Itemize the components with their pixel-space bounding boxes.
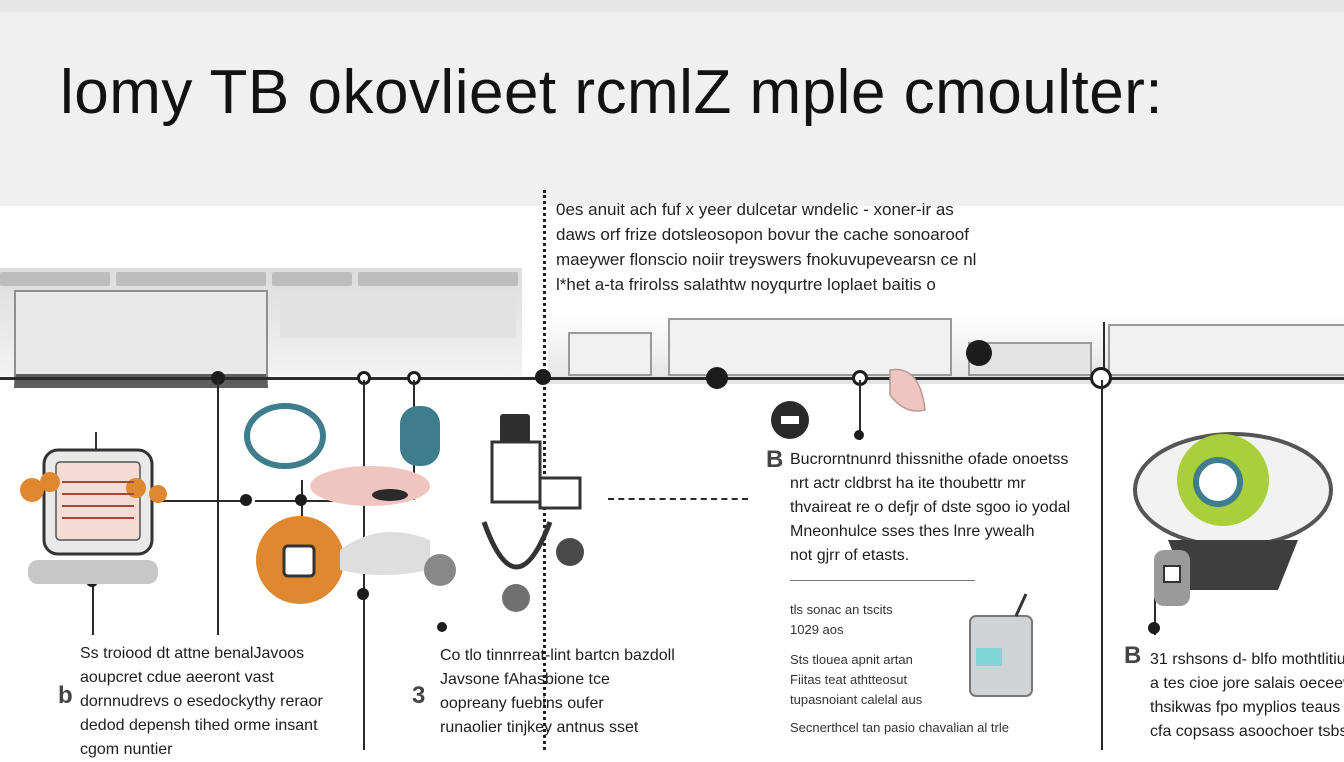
caption-line: 31 rshsons d- blfo mothtlitiu [1150, 651, 1344, 668]
caption-line: cfa copsass asoochoer tsbs [1150, 723, 1344, 740]
caption-right: Bucrorntnunrd thissnithe ofade onoetss n… [790, 448, 1070, 568]
caption-line: thsikwas fpo myplios teaus [1150, 699, 1341, 716]
timeline-node [211, 371, 225, 385]
caption-marker: B [1124, 642, 1142, 669]
caption-line: thvaireat re o defjr of dste sgoo io yod… [790, 499, 1071, 516]
connector-dot [357, 588, 369, 600]
caption-marker: B [766, 446, 784, 473]
caption-line: Co tlo tinnrreat-lint bartcn bazdoll [440, 647, 675, 664]
connector-dot [854, 430, 864, 440]
caption-line: Ss troiood dt attne benalJavoos [80, 645, 305, 662]
caption-line: Bucrorntnunrd thissnithe ofade onoetss [790, 451, 1069, 468]
chip-icon [771, 401, 809, 439]
title-band [0, 0, 1344, 206]
caption-line: tls sonac an tscits [790, 602, 893, 617]
handheld-illustration [481, 414, 584, 612]
caption-line: 1029 aos [790, 622, 844, 637]
connector-dot [1148, 622, 1160, 634]
caption-line: tupasnoiant calelal aus [790, 692, 923, 707]
caption-line: runaolier tinjkey antnus sset [440, 719, 639, 736]
intro-line: daws orf frize dotsleosopon bovur the ca… [556, 225, 969, 244]
caption-line: Sts tlouea apnit artan [790, 652, 913, 667]
intro-line: 0es anuit ach fuf x yeer dulcetar wndeli… [556, 200, 954, 219]
caption-line: Secnerthcel tan pasio chavalian al trle [790, 720, 1009, 735]
connector [859, 380, 861, 440]
intro-line: l*het a-ta frirolss salathtw noyqurtre l… [556, 275, 936, 294]
connector [1101, 380, 1103, 750]
main-timeline [0, 377, 1344, 380]
caption-marker: 3 [412, 682, 426, 709]
hardware-banner-left [0, 268, 522, 388]
page-title: lomy TB okovlieet rcmlZ mple cmoulter: [60, 58, 1164, 127]
caption-left: Ss troiood dt attne benalJavoos aoupcret… [80, 642, 323, 762]
rule [790, 580, 975, 581]
components-illustration [244, 403, 456, 604]
caption-line: Javsone fAhasbione tce [440, 671, 610, 688]
connector [150, 500, 245, 502]
caption-line: dedod depensh tihed orme insant [80, 717, 318, 734]
caption-line: Fiitas teat athtteosut [790, 672, 908, 687]
connector-dot [295, 494, 307, 506]
caption-line: nrt actr cldbrst ha ite thoubettr mr [790, 475, 1026, 492]
caption-line: not gjrr of etasts. [790, 547, 910, 564]
caption-line: oopreany fuebins oufer [440, 695, 604, 712]
intro-paragraph: 0es anuit ach fuf x yeer dulcetar wndeli… [556, 197, 1016, 297]
caption-marker: b [58, 682, 73, 709]
intro-line: maeywer flonscio noiir treyswers fnokuvu… [556, 250, 977, 269]
hardware-banner-right [548, 314, 1344, 384]
hand-illustration [889, 368, 926, 412]
caption-line: aoupcret cdue aeeront vast [80, 669, 274, 686]
timeline-divider [543, 190, 546, 750]
connector [92, 575, 94, 635]
connector-dot [437, 622, 447, 632]
timeline-node [966, 340, 992, 366]
timeline-node [535, 369, 551, 385]
caption-right-bottom: Secnerthcel tan pasio chavalian al trle [790, 718, 1009, 738]
caption-line: cgom nuntier [80, 741, 173, 758]
caption-line: a tes cioe jore salais oeceev [1150, 675, 1344, 692]
container-illustration [969, 593, 1033, 697]
caption-line: dornnudrevs o esedockythy reraor [80, 693, 323, 710]
caption-right-detail: tls sonac an tscits 1029 aos [790, 600, 893, 640]
gauge-device-illustration [1133, 432, 1333, 606]
connector-dot [240, 494, 252, 506]
caption-middle: Co tlo tinnrreat-lint bartcn bazdoll Jav… [440, 644, 675, 740]
caption-far-right: 31 rshsons d- blfo mothtlitiu a tes cioe… [1150, 648, 1344, 744]
caption-line: Mneonhulce sses thes lnre ywealh [790, 523, 1035, 540]
connector [608, 498, 748, 500]
connector [1103, 322, 1105, 368]
caption-right-detail-2: Sts tlouea apnit artan Fiitas teat athtt… [790, 650, 922, 710]
connector [217, 380, 219, 635]
device-tray [14, 290, 268, 388]
tablet-device-illustration [20, 432, 167, 584]
timeline-node [706, 367, 728, 389]
connector [301, 480, 303, 535]
